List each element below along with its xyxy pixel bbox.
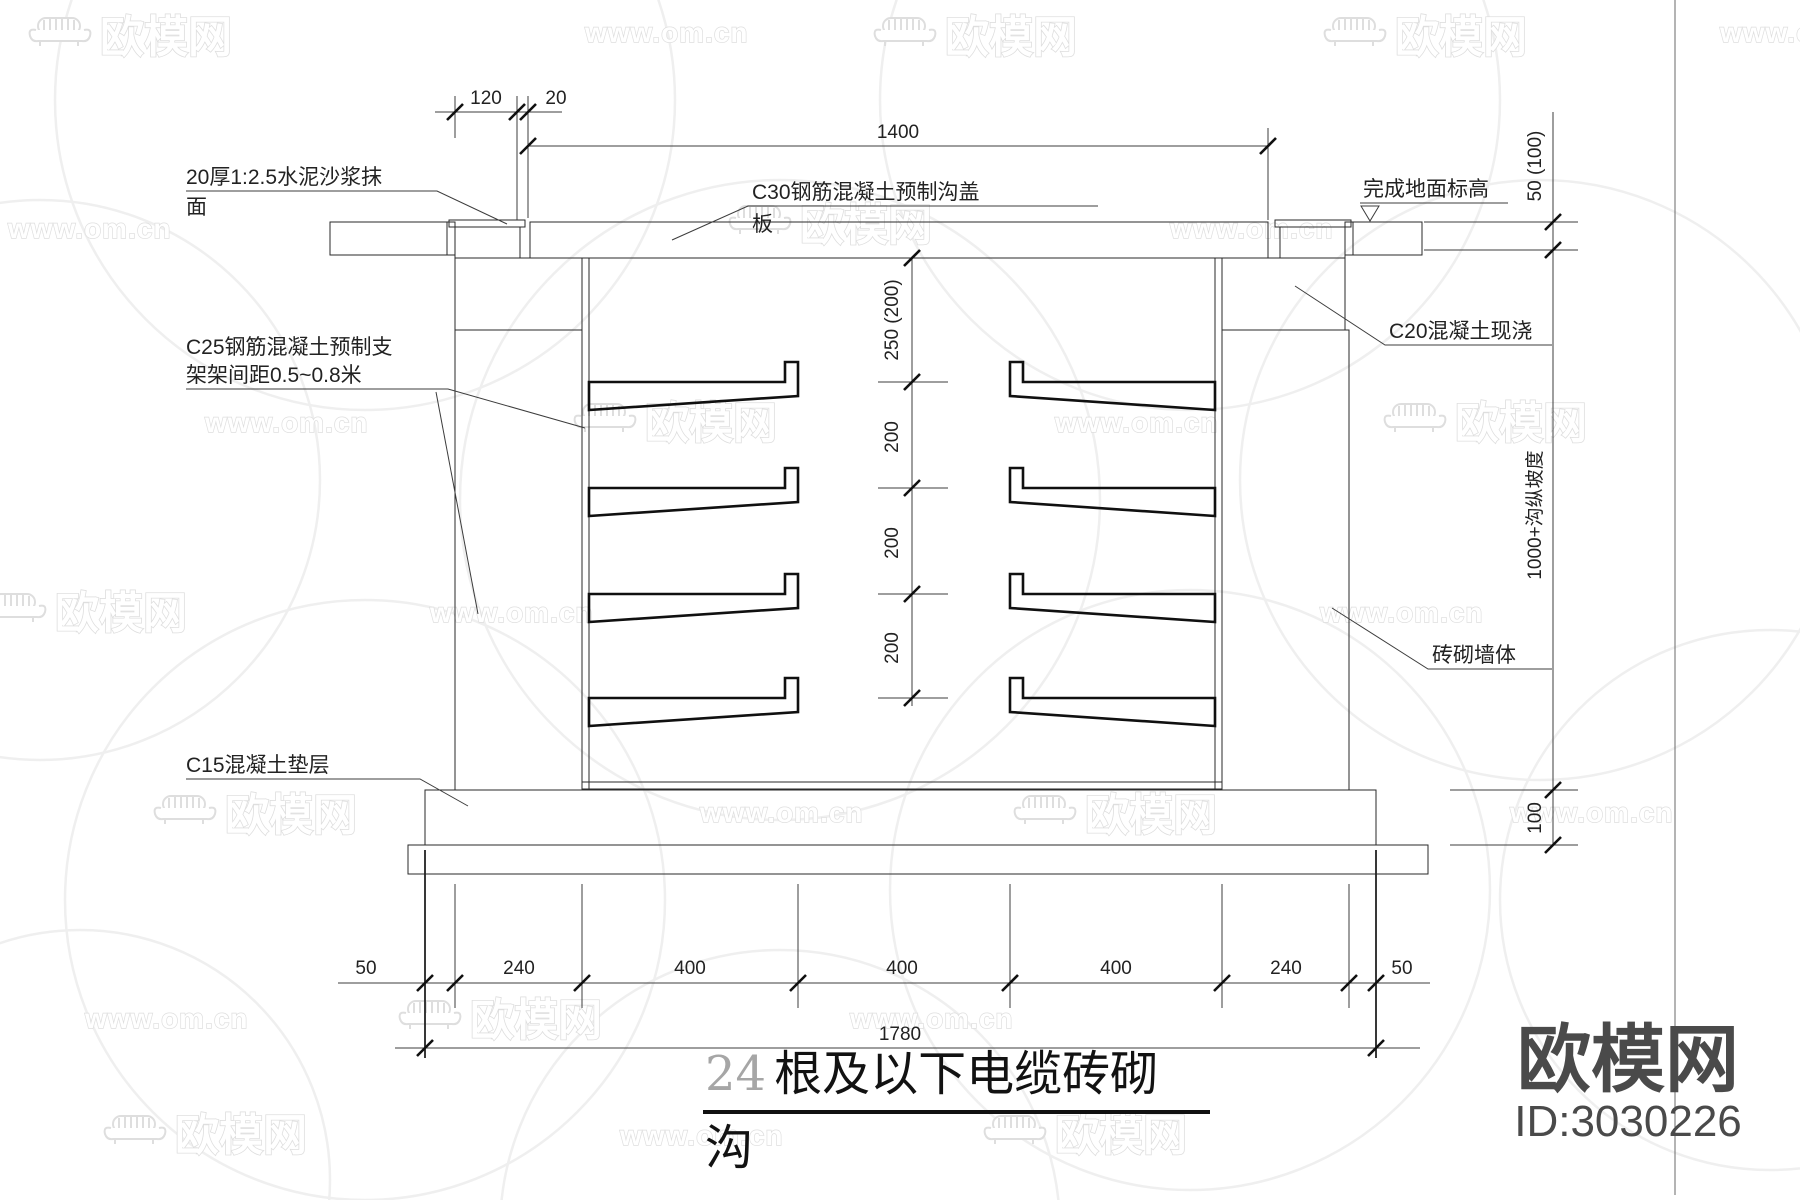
label-brick-wall: 砖砌墙体	[1432, 644, 1516, 667]
dim-top-120: 120	[470, 88, 502, 109]
sofa-watermark	[873, 17, 937, 47]
dim-bottom-50r: 50	[1391, 958, 1412, 979]
dim-right-100: 100	[1525, 802, 1546, 834]
dim-bottom-240r: 240	[1270, 958, 1302, 979]
watermark-text: 欧模网	[1395, 13, 1527, 62]
sofa-watermark	[1383, 403, 1447, 433]
sofa-watermark	[1323, 17, 1387, 47]
sofa-watermark	[398, 1000, 462, 1030]
watermark-text: 欧模网	[1085, 791, 1217, 840]
level-arrow	[1360, 205, 1380, 222]
watermark-text: 欧模网	[1055, 1111, 1187, 1160]
label-bedding: C15混凝土垫层	[186, 754, 330, 777]
drawing-title-line2: 沟	[705, 1120, 753, 1176]
model-id: ID:3030226	[1514, 1097, 1742, 1146]
watermark-text: www.om.cn	[1054, 407, 1219, 438]
sofa-watermark	[153, 795, 217, 825]
bracket-left-2	[587, 466, 800, 518]
label-cast: C20混凝土现浇	[1389, 320, 1533, 343]
watermark-text: www.om.cn	[1319, 597, 1484, 628]
dim-center-250: 250 (200)	[882, 279, 903, 360]
dim-center-200a: 200	[882, 421, 903, 453]
brick-wall-right	[1221, 329, 1350, 791]
label-plaster-line1: 20厚1:2.5水泥沙浆抹	[186, 166, 382, 189]
cover-plate	[529, 221, 1269, 259]
c15-bedding	[424, 789, 1377, 846]
dim-right-1000: 1000+沟纵坡度	[1524, 450, 1546, 579]
watermark-text: www.om.cn	[204, 407, 369, 438]
brand-block: 欧模网 ID:3030226	[1514, 1018, 1742, 1146]
watermark-text: www.om.cn	[429, 597, 594, 628]
label-ground-level: 完成地面标高	[1363, 178, 1489, 201]
bracket-right-4	[1008, 676, 1217, 728]
watermark-text: www.om.cn	[1509, 797, 1674, 828]
ground-earth-left	[329, 221, 448, 256]
watermark-text: 欧模网	[100, 13, 232, 62]
watermark-text: 欧模网	[175, 1111, 307, 1160]
bracket-left-1	[587, 360, 800, 412]
watermark-text: www.om.cn	[699, 797, 864, 828]
bracket-right-2	[1008, 466, 1217, 518]
watermark-text: www.om.cn	[1719, 17, 1800, 48]
bracket-left-3	[587, 572, 800, 624]
dim-top-1400: 1400	[877, 122, 919, 143]
watermark-text: 欧模网	[470, 996, 602, 1045]
dim-bottom-400a: 400	[674, 958, 706, 979]
labels: 20厚1:2.5水泥沙浆抹 面 C25钢筋混凝土预制支 架架间距0.5~0.8米…	[186, 166, 1552, 807]
watermark-text: 欧模网	[945, 13, 1077, 62]
watermark-text: www.om.cn	[84, 1003, 249, 1034]
watermark-text: www.om.cn	[849, 1003, 1014, 1034]
watermark-text: 欧模网	[55, 589, 187, 638]
bracket-right-1	[1008, 360, 1217, 412]
watermark-text: www.om.cn	[7, 213, 172, 244]
dim-right-50-100: 50 (100)	[1525, 131, 1546, 202]
watermark-text: 欧模网	[225, 791, 357, 840]
dim-bottom-50l: 50	[355, 958, 376, 979]
brick-wall-left	[454, 329, 583, 791]
watermark-text: 欧模网	[1455, 399, 1587, 448]
sofa-watermark	[0, 593, 47, 623]
dim-bottom-400c: 400	[1100, 958, 1132, 979]
sofa-watermark	[28, 17, 92, 47]
dim-bottom-240l: 240	[503, 958, 535, 979]
label-cover-line2: 板	[752, 213, 773, 236]
bracket-right-3	[1008, 572, 1217, 624]
watermark-text: www.om.cn	[1169, 213, 1334, 244]
label-bracket-line1: C25钢筋混凝土预制支	[186, 336, 393, 359]
watermark-text: 欧模网	[645, 399, 777, 448]
dimensions: 120 20 1400 50 (100) 1000+沟纵坡度 100 250 (…	[338, 88, 1578, 1058]
title-number: 24	[705, 1046, 766, 1102]
dim-top-20: 20	[545, 88, 566, 109]
watermark-text: 欧模网	[800, 201, 932, 250]
title-text: 根及以下电缆砖砌	[774, 1046, 1158, 1102]
dim-bottom-total: 1780	[879, 1024, 921, 1045]
dim-bottom-400b: 400	[886, 958, 918, 979]
site-logo: 欧模网	[1517, 1018, 1739, 1101]
label-plaster-line2: 面	[186, 196, 207, 219]
wall-upstand-left	[454, 226, 521, 259]
plaster-cap-left	[448, 219, 526, 228]
label-bracket-line2: 架架间距0.5~0.8米	[186, 364, 362, 387]
dim-center-200b: 200	[882, 527, 903, 559]
dim-center-200c: 200	[882, 632, 903, 664]
soil-band	[407, 844, 1429, 875]
liner-floor	[581, 781, 1223, 790]
sofa-watermark	[103, 1115, 167, 1145]
watermark-text: www.om.cn	[619, 1120, 784, 1151]
watermark-text: www.om.cn	[584, 17, 749, 48]
sofa-watermark	[1013, 795, 1077, 825]
bracket-left-4	[587, 676, 800, 728]
trench-structure	[329, 0, 1676, 1195]
label-cover-line1: C30钢筋混凝土预制沟盖	[752, 181, 980, 204]
